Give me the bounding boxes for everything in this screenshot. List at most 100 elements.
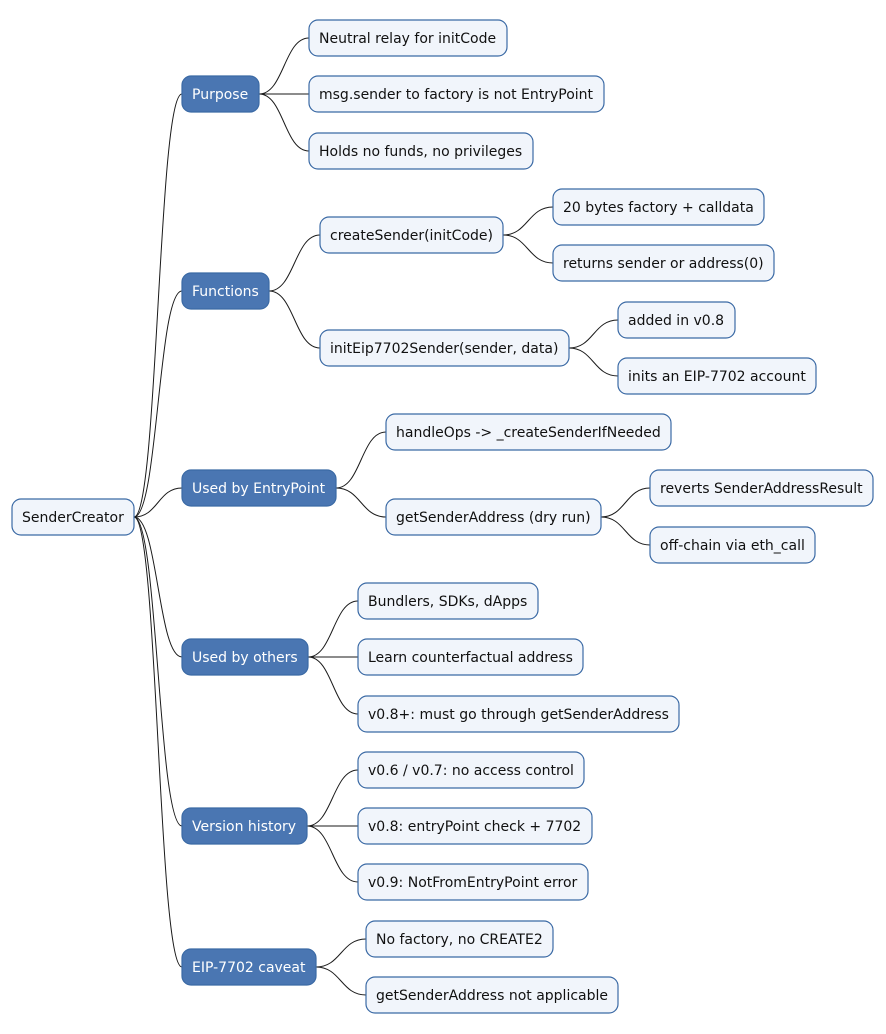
leaf-box	[552, 188, 765, 226]
leaf-label: off-chain via eth_call	[660, 538, 805, 554]
branch-label: Version history	[192, 819, 296, 835]
leaf-node-msg-sender-to-factory-is-not-entrypoint: msg.sender to factory is not EntryPoint	[308, 75, 605, 113]
branch-box	[181, 272, 270, 310]
leaf-label: added in v0.8	[628, 313, 724, 329]
branch-node-used-by-entrypoint: Used by EntryPoint	[181, 469, 337, 507]
leaf-label: Bundlers, SDKs, dApps	[368, 594, 527, 610]
node-layer: SenderCreator Purpose Neutral relay for in…	[11, 19, 874, 1014]
leaf-label: handleOps -> _createSenderIfNeeded	[396, 425, 661, 441]
leaf-box	[365, 976, 619, 1014]
leaf-node-getsenderaddress-not-applicable: getSenderAddress not applicable	[365, 976, 619, 1014]
connector-line	[568, 319, 619, 349]
leaf-label: Learn counterfactual address	[368, 650, 573, 666]
leaf-node-holds-no-funds-no-privileges: Holds no funds, no privileges	[308, 132, 534, 170]
branch-label: EIP-7702 caveat	[192, 960, 306, 976]
leaf-box	[649, 526, 816, 564]
connector-line	[315, 938, 367, 968]
leaf-node-initeip7702sender-sender-data: initEip7702Sender(sender, data)	[319, 329, 570, 367]
branch-label: Used by others	[192, 650, 298, 666]
leaf-node-getsenderaddress-dry-run: getSenderAddress (dry run)	[385, 498, 602, 536]
leaf-node-added-in-v0-8: added in v0.8	[617, 301, 736, 339]
leaf-label: returns sender or address(0)	[563, 256, 764, 272]
leaf-box	[357, 751, 585, 789]
connector-line	[133, 487, 183, 518]
leaf-label: inits an EIP-7702 account	[628, 369, 806, 385]
leaf-box	[319, 216, 504, 254]
connector-layer	[133, 37, 651, 996]
connector-line	[258, 93, 310, 152]
connector-line	[502, 234, 554, 264]
leaf-box	[552, 244, 775, 282]
connector-line	[307, 656, 359, 715]
leaf-box	[365, 920, 554, 958]
leaf-node-createsender-initcode: createSender(initCode)	[319, 216, 504, 254]
leaf-box	[385, 413, 672, 451]
branch-box	[181, 948, 317, 986]
connector-line	[568, 347, 619, 377]
leaf-node-learn-counterfactual-address: Learn counterfactual address	[357, 638, 584, 676]
leaf-label: Holds no funds, no privileges	[319, 144, 522, 160]
leaf-label: createSender(initCode)	[330, 228, 493, 244]
leaf-label: Neutral relay for initCode	[319, 31, 496, 47]
leaf-node-returns-sender-or-address-0: returns sender or address(0)	[552, 244, 775, 282]
connector-line	[502, 206, 554, 236]
root-node-sendercreator: SenderCreator	[11, 498, 135, 536]
connector-line	[133, 290, 183, 518]
branch-box	[181, 638, 309, 676]
branch-node-purpose: Purpose	[181, 75, 260, 113]
root-box	[11, 498, 135, 536]
connector-line	[133, 93, 183, 518]
leaf-label: getSenderAddress (dry run)	[396, 510, 591, 526]
leaf-label: v0.9: NotFromEntryPoint error	[368, 875, 578, 891]
leaf-box	[308, 19, 508, 57]
connector-line	[258, 37, 310, 95]
branch-label: Functions	[192, 284, 259, 300]
branch-node-version-history: Version history	[181, 807, 308, 845]
root-label: SenderCreator	[22, 510, 124, 526]
connector-line	[268, 234, 321, 292]
leaf-box	[308, 132, 534, 170]
leaf-node-v0-9-notfromentrypoint-error: v0.9: NotFromEntryPoint error	[357, 863, 589, 901]
connector-line	[133, 516, 183, 968]
leaf-box	[357, 695, 680, 733]
branch-node-used-by-others: Used by others	[181, 638, 309, 676]
leaf-node-neutral-relay-for-initcode: Neutral relay for initCode	[308, 19, 508, 57]
leaf-label: 20 bytes factory + calldata	[563, 200, 754, 216]
connector-line	[133, 516, 183, 827]
connector-line	[306, 769, 359, 827]
leaf-node-v0-6-v0-7-no-access-control: v0.6 / v0.7: no access control	[357, 751, 585, 789]
connector-line	[307, 600, 359, 658]
branch-box	[181, 807, 308, 845]
leaf-node-off-chain-via-eth-call: off-chain via eth_call	[649, 526, 816, 564]
leaf-node-handleops-createsenderifneeded: handleOps -> _createSenderIfNeeded	[385, 413, 672, 451]
connector-line	[268, 290, 321, 349]
branch-label: Used by EntryPoint	[192, 481, 326, 497]
leaf-box	[357, 582, 539, 620]
connector-line	[600, 487, 651, 518]
connector-line	[133, 516, 183, 658]
branch-box	[181, 75, 260, 113]
leaf-label: v0.8: entryPoint check + 7702	[368, 819, 581, 835]
connector-line	[335, 431, 387, 489]
leaf-node-20-bytes-factory-calldata: 20 bytes factory + calldata	[552, 188, 765, 226]
leaf-label: initEip7702Sender(sender, data)	[330, 341, 558, 357]
leaf-box	[385, 498, 602, 536]
leaf-label: getSenderAddress not applicable	[376, 988, 608, 1004]
branch-node-functions: Functions	[181, 272, 270, 310]
connector-line	[315, 966, 367, 996]
connector-line	[335, 487, 387, 518]
leaf-box	[308, 75, 605, 113]
leaf-label: msg.sender to factory is not EntryPoint	[319, 87, 594, 103]
branch-node-eip-7702-caveat: EIP-7702 caveat	[181, 948, 317, 986]
leaf-label: reverts SenderAddressResult	[660, 481, 863, 497]
leaf-node-reverts-senderaddressresult: reverts SenderAddressResult	[649, 469, 874, 507]
leaf-box	[357, 863, 589, 901]
connector-line	[600, 516, 651, 546]
leaf-label: No factory, no CREATE2	[376, 932, 543, 948]
leaf-box	[357, 807, 593, 845]
leaf-node-bundlers-sdks-dapps: Bundlers, SDKs, dApps	[357, 582, 539, 620]
leaf-box	[617, 301, 736, 339]
leaf-box	[319, 329, 570, 367]
leaf-label: v0.8+: must go through getSenderAddress	[368, 707, 669, 723]
